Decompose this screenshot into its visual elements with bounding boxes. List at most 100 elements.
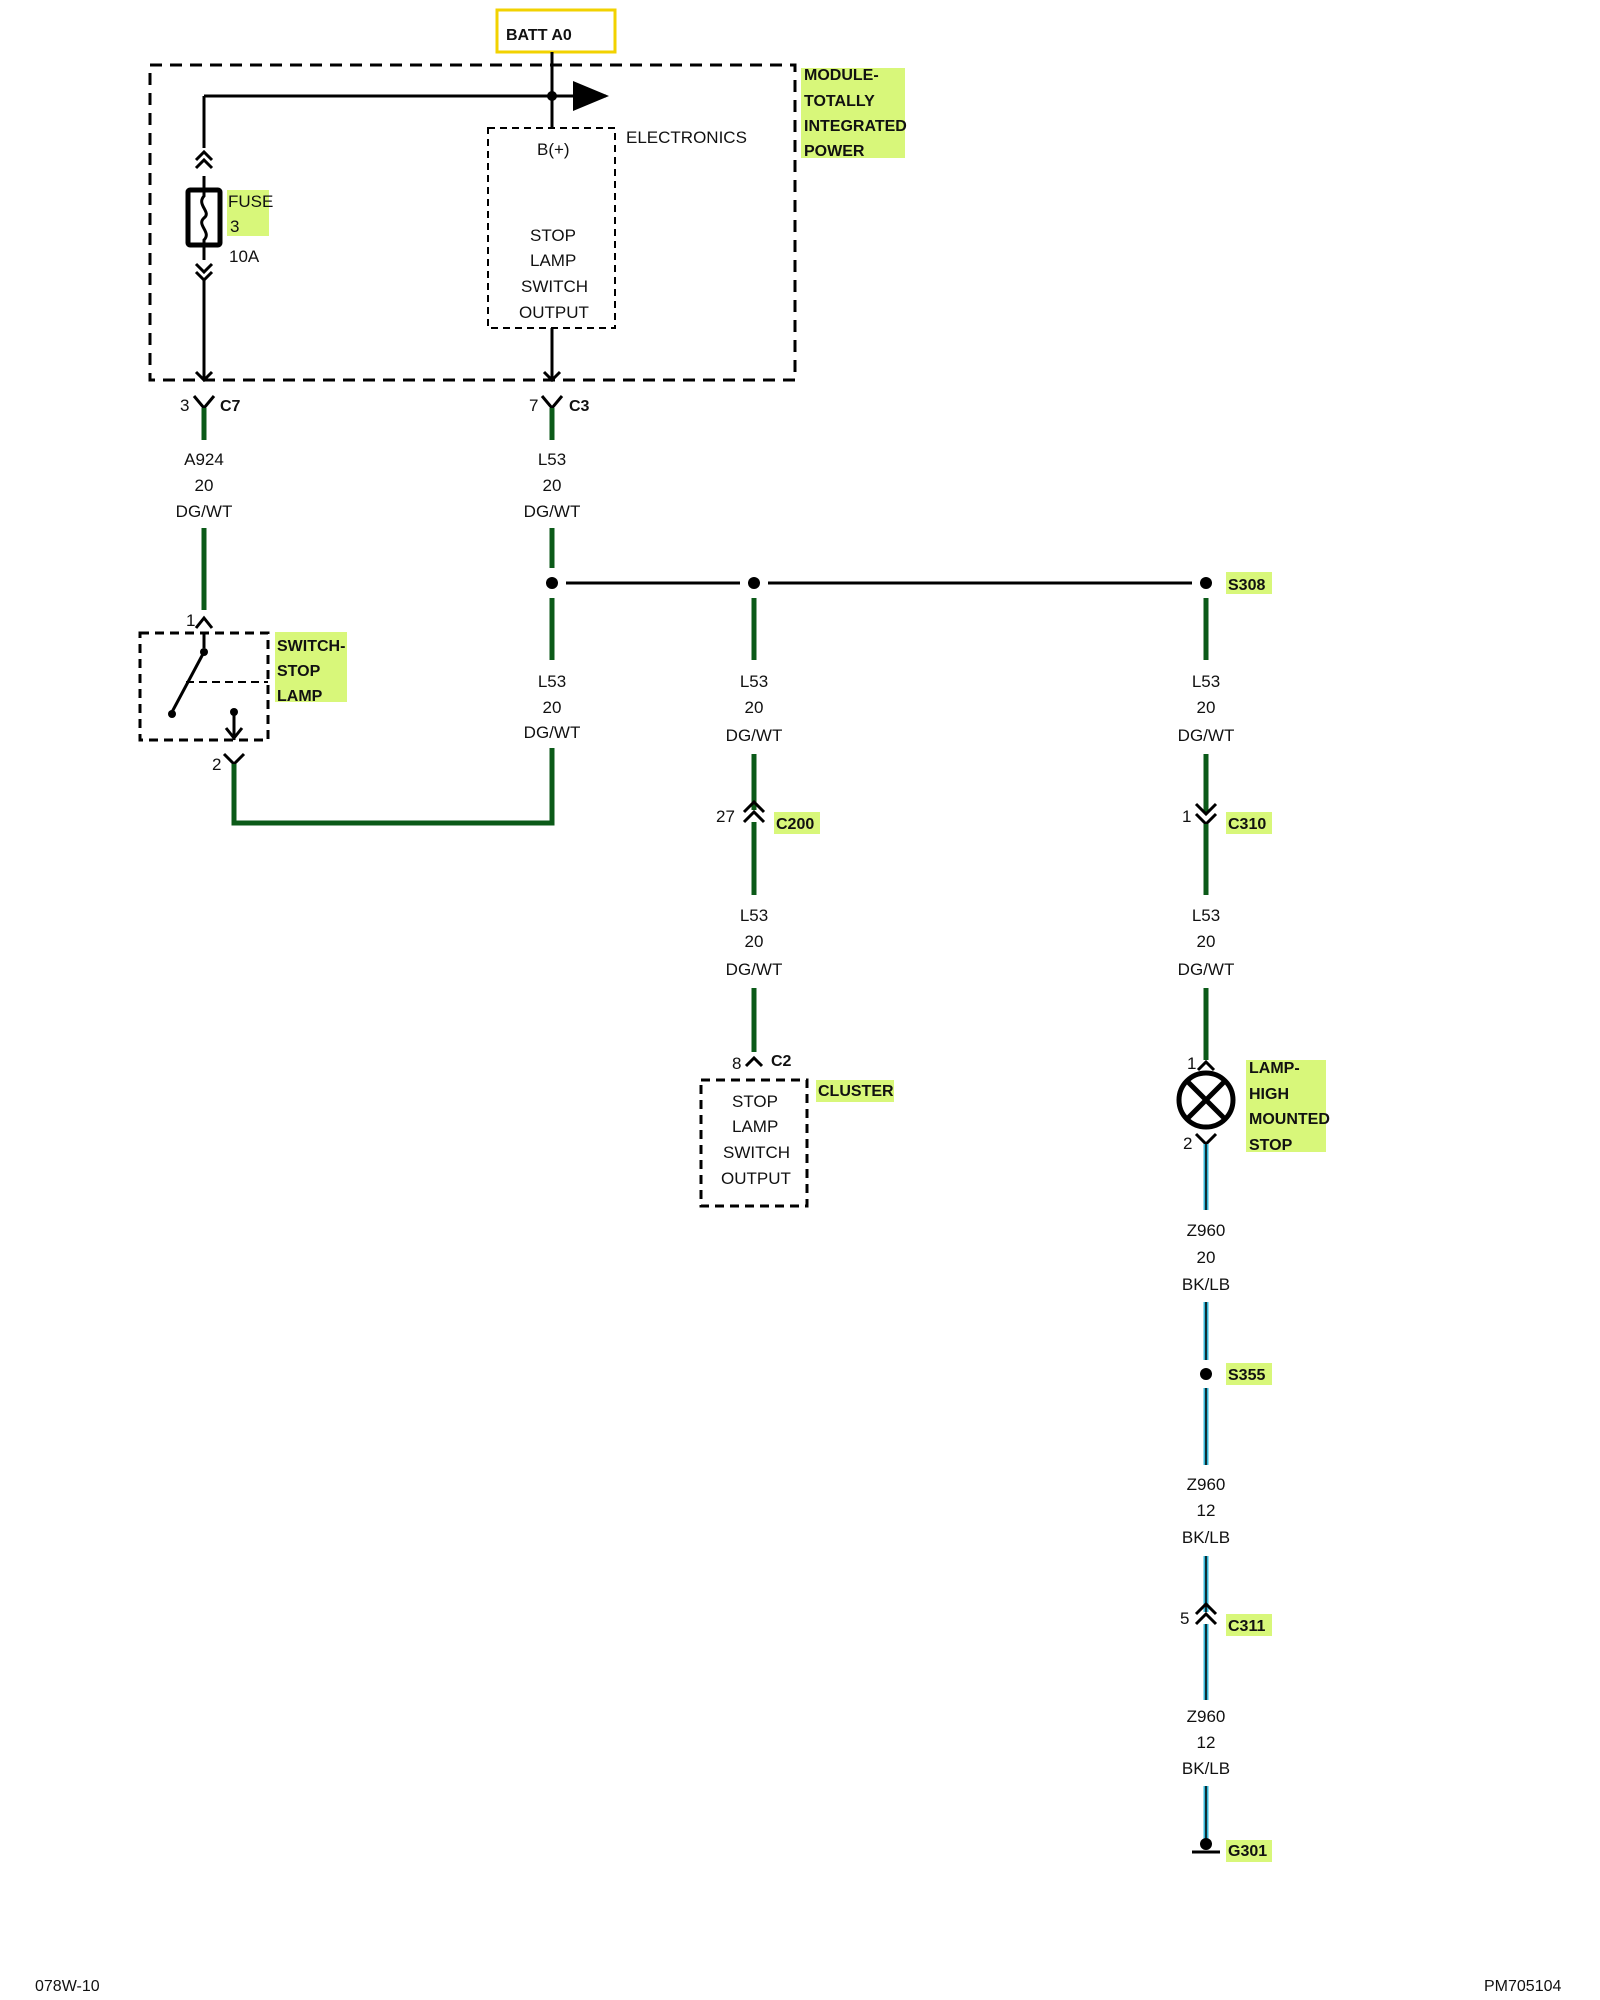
svg-text:L53: L53 — [538, 450, 566, 469]
svg-text:3: 3 — [230, 217, 239, 236]
svg-text:Z960: Z960 — [1187, 1475, 1226, 1494]
connector-c7: 3 C7 — [180, 395, 241, 440]
wire-label-z960-c: Z960 12 BK/LB — [1182, 1707, 1230, 1778]
lamp-high-mounted-stop: 1 2 LAMP- HIGH MOUNTED STOP — [1176, 1054, 1330, 1154]
svg-text:CLUSTER: CLUSTER — [818, 1083, 894, 1100]
svg-text:C2: C2 — [771, 1053, 792, 1070]
svg-text:20: 20 — [1197, 932, 1216, 951]
svg-text:B(+): B(+) — [537, 140, 570, 159]
svg-text:L53: L53 — [740, 906, 768, 925]
svg-text:S308: S308 — [1228, 577, 1265, 594]
wire-label-z960-b: Z960 12 BK/LB — [1182, 1475, 1230, 1547]
svg-text:1: 1 — [1182, 807, 1191, 826]
wire-l53-switch-return — [231, 748, 555, 826]
svg-text:DG/WT: DG/WT — [524, 723, 581, 742]
splice-s355: S355 — [1200, 1363, 1272, 1385]
svg-text:C200: C200 — [776, 816, 814, 833]
svg-text:10A: 10A — [229, 247, 260, 266]
svg-text:SWITCH: SWITCH — [521, 277, 588, 296]
svg-text:SWITCH: SWITCH — [723, 1143, 790, 1162]
wire-label-a924: A924 20 DG/WT — [176, 450, 233, 521]
svg-text:SWITCH-: SWITCH- — [277, 638, 345, 655]
svg-text:STOP: STOP — [530, 226, 576, 245]
splice-s308-bus: S308 — [546, 572, 1272, 594]
svg-text:HIGH: HIGH — [1249, 1086, 1289, 1103]
svg-text:5: 5 — [1180, 1609, 1189, 1628]
svg-text:20: 20 — [1197, 1248, 1216, 1267]
wire-label-z960-a: Z960 20 BK/LB — [1182, 1221, 1230, 1294]
wire-label-l53-c3: L53 20 DG/WT — [524, 450, 581, 521]
cluster-module: CLUSTER STOP LAMP SWITCH OUTPUT — [699, 1078, 894, 1208]
svg-text:DG/WT: DG/WT — [726, 960, 783, 979]
svg-text:27: 27 — [716, 807, 735, 826]
svg-text:2: 2 — [1183, 1134, 1192, 1153]
svg-text:8: 8 — [732, 1054, 741, 1073]
svg-text:BATT A0: BATT A0 — [506, 27, 572, 44]
svg-text:12: 12 — [1197, 1501, 1216, 1520]
svg-text:20: 20 — [1197, 698, 1216, 717]
wire-label-l53-c310-down: L53 20 DG/WT — [1178, 906, 1235, 979]
svg-text:S355: S355 — [1228, 1367, 1265, 1384]
svg-text:INTEGRATED: INTEGRATED — [804, 118, 907, 135]
svg-text:DG/WT: DG/WT — [524, 502, 581, 521]
svg-text:DG/WT: DG/WT — [1178, 960, 1235, 979]
wire-label-l53-c200-down: L53 20 DG/WT — [726, 906, 783, 979]
svg-text:MOUNTED: MOUNTED — [1249, 1111, 1330, 1128]
svg-text:20: 20 — [745, 698, 764, 717]
svg-text:DG/WT: DG/WT — [1178, 726, 1235, 745]
svg-text:OUTPUT: OUTPUT — [519, 303, 589, 322]
svg-text:STOP: STOP — [277, 663, 321, 680]
svg-text:C3: C3 — [569, 398, 590, 415]
fuse-3: FUSE 3 10A — [185, 149, 273, 383]
batt-a0-label: BATT A0 — [495, 8, 617, 54]
svg-text:Z960: Z960 — [1187, 1707, 1226, 1726]
footer-left-code: 078W-10 — [35, 1978, 100, 1995]
svg-text:STOP: STOP — [732, 1092, 778, 1111]
svg-text:20: 20 — [195, 476, 214, 495]
svg-text:DG/WT: DG/WT — [726, 726, 783, 745]
svg-text:A924: A924 — [184, 450, 224, 469]
svg-text:BK/LB: BK/LB — [1182, 1528, 1230, 1547]
svg-text:L53: L53 — [1192, 906, 1220, 925]
module-tipm-box — [148, 63, 797, 382]
svg-text:BK/LB: BK/LB — [1182, 1275, 1230, 1294]
svg-text:C7: C7 — [220, 398, 241, 415]
svg-text:L53: L53 — [740, 672, 768, 691]
svg-text:LAMP-: LAMP- — [1249, 1060, 1300, 1077]
ground-g301: G301 — [1192, 1838, 1272, 1862]
module-title: MODULE- TOTALLY INTEGRATED POWER — [801, 67, 907, 160]
svg-text:LAMP: LAMP — [530, 251, 576, 270]
svg-text:TOTALLY: TOTALLY — [804, 93, 875, 110]
svg-text:20: 20 — [745, 932, 764, 951]
svg-text:20: 20 — [543, 698, 562, 717]
svg-text:ELECTRONICS: ELECTRONICS — [626, 128, 747, 147]
svg-text:POWER: POWER — [804, 143, 865, 160]
svg-text:L53: L53 — [1192, 672, 1220, 691]
connector-c2: 8 C2 — [732, 1053, 792, 1073]
svg-text:3: 3 — [180, 396, 189, 415]
svg-text:C311: C311 — [1228, 1618, 1265, 1635]
switch-stop-lamp: 1 2 SWITCH- STOP LAMP — [138, 611, 347, 774]
svg-text:20: 20 — [543, 476, 562, 495]
wire-label-l53-mid: L53 20 DG/WT — [524, 672, 581, 742]
svg-text:L53: L53 — [538, 672, 566, 691]
svg-text:MODULE-: MODULE- — [804, 67, 879, 84]
svg-text:LAMP: LAMP — [732, 1117, 778, 1136]
svg-text:G301: G301 — [1228, 1843, 1267, 1860]
electronics-block: ELECTRONICS B(+) STOP LAMP SWITCH OUTPUT — [487, 127, 747, 383]
svg-text:1: 1 — [1187, 1054, 1196, 1073]
svg-text:2: 2 — [212, 755, 221, 774]
svg-text:7: 7 — [529, 396, 538, 415]
svg-text:BK/LB: BK/LB — [1182, 1759, 1230, 1778]
svg-text:DG/WT: DG/WT — [176, 502, 233, 521]
svg-text:1: 1 — [186, 611, 195, 630]
svg-text:C310: C310 — [1228, 816, 1266, 833]
svg-text:Z960: Z960 — [1187, 1221, 1226, 1240]
svg-text:OUTPUT: OUTPUT — [721, 1169, 791, 1188]
wire-label-l53-c200-up: L53 20 DG/WT — [726, 672, 783, 745]
footer-right-code: PM705104 — [1484, 1978, 1562, 1995]
wire-label-l53-s308: L53 20 DG/WT — [1178, 672, 1235, 745]
svg-text:LAMP: LAMP — [277, 688, 323, 705]
svg-text:FUSE: FUSE — [228, 192, 273, 211]
